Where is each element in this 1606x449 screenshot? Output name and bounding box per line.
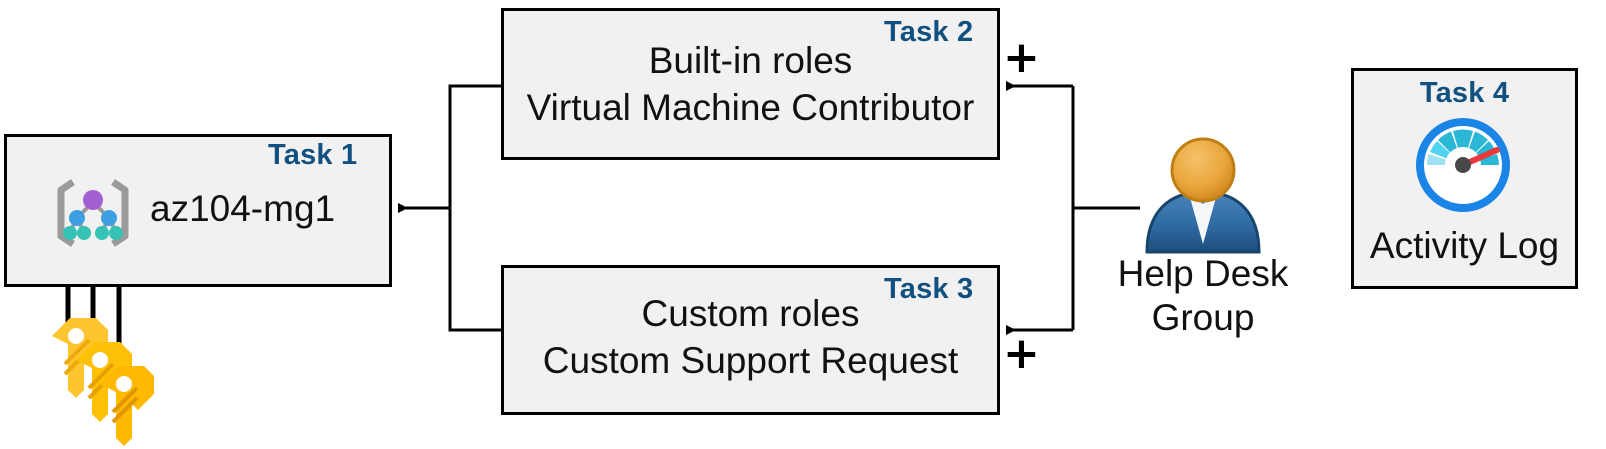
task-2-text-line2: Virtual Machine Contributor	[526, 87, 975, 128]
user-group-icon	[1145, 137, 1261, 254]
plus-operator-top: +	[1003, 32, 1040, 83]
help-desk-caption-line1: Help Desk	[1117, 253, 1289, 294]
task-4-label: Task 4	[1419, 77, 1510, 109]
task-2-box[interactable]	[501, 8, 1000, 160]
task-3-text-line1: Custom roles	[641, 293, 860, 334]
left-bracket-connector	[398, 84, 501, 332]
task-1-box[interactable]	[4, 134, 392, 287]
task-4-text-line1: Activity Log	[1369, 225, 1560, 266]
task-1-text-line1: az104-mg1	[150, 188, 336, 229]
task-2-text-line1: Built-in roles	[648, 40, 853, 81]
task-3-text-line2: Custom Support Request	[542, 340, 959, 381]
plus-operator-bottom: +	[1003, 328, 1040, 379]
task-3-box[interactable]	[501, 265, 1000, 415]
task-2-label: Task 2	[884, 16, 974, 48]
task-1-label: Task 1	[268, 139, 358, 171]
help-desk-caption-line2: Group	[1151, 297, 1255, 338]
access-keys-icon	[52, 318, 154, 446]
task-3-label: Task 3	[884, 273, 974, 305]
